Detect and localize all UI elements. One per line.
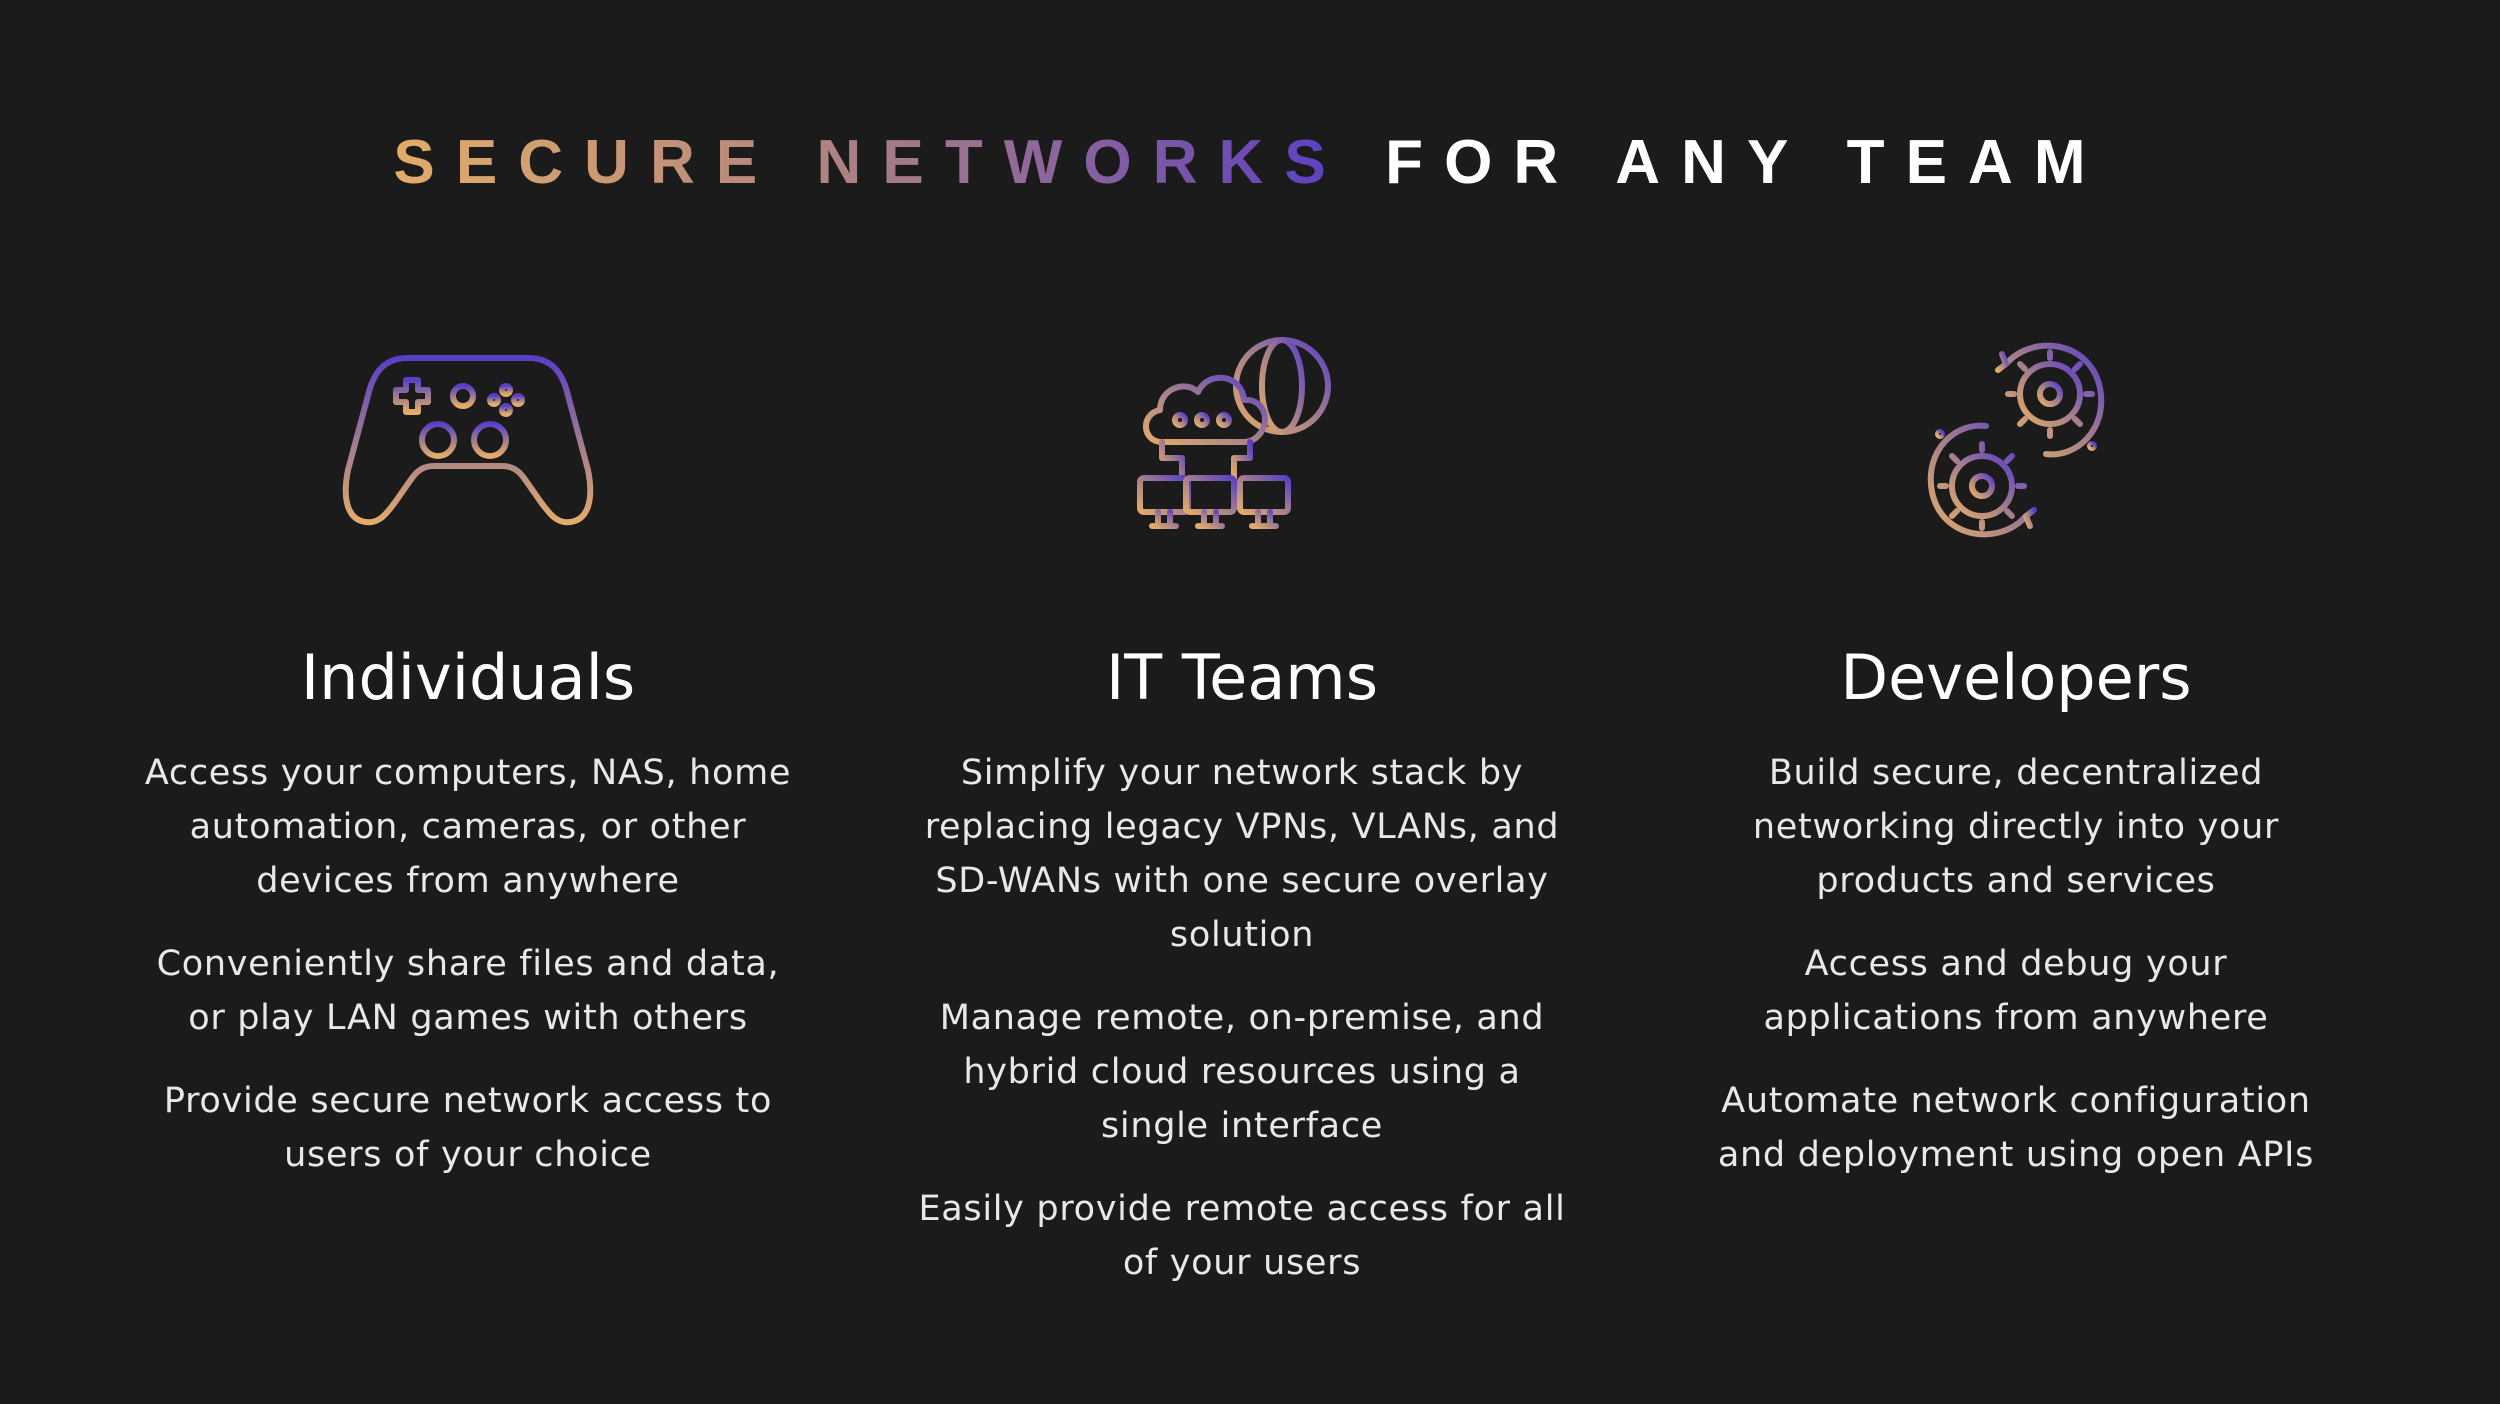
gears-cycle-icon: [1656, 320, 2376, 560]
feature-list: Build secure, decentralized networking d…: [1656, 746, 2376, 1182]
feature-list: Simplify your network stack by replacing…: [882, 746, 1602, 1290]
list-item: Simplify your network stack by replacing…: [924, 753, 1560, 955]
list-item: Access and debug your applications from …: [1763, 944, 2269, 1038]
column-it-teams: IT Teams Simplify your network stack by …: [882, 320, 1602, 1319]
list-item: Automate network configuration and deplo…: [1717, 1081, 2315, 1175]
page-headline: SECURE NETWORKS FOR ANY TEAM: [0, 118, 2500, 208]
column-title: Developers: [1840, 641, 2192, 714]
cloud-network-icon: [882, 320, 1602, 560]
column-individuals: Individuals Access your computers, NAS, …: [108, 320, 828, 1211]
gamepad-icon: [108, 320, 828, 560]
column-title: IT Teams: [1105, 641, 1379, 714]
list-item: Access your computers, NAS, home automat…: [144, 753, 792, 901]
list-item: Provide secure network access to users o…: [163, 1081, 773, 1175]
list-item: Manage remote, on-premise, and hybrid cl…: [939, 998, 1545, 1146]
list-item: Conveniently share files and data, or pl…: [156, 944, 780, 1038]
column-developers: Developers Build secure, decentralized n…: [1656, 320, 2376, 1211]
headline-gradient-text: SECURE NETWORKS: [393, 127, 1347, 197]
feature-list: Access your computers, NAS, home automat…: [108, 746, 828, 1182]
list-item: Build secure, decentralized networking d…: [1752, 753, 2280, 901]
column-title: Individuals: [300, 641, 636, 714]
list-item: Easily provide remote access for all of …: [918, 1189, 1566, 1283]
headline-plain-text: FOR ANY TEAM: [1385, 127, 2107, 197]
